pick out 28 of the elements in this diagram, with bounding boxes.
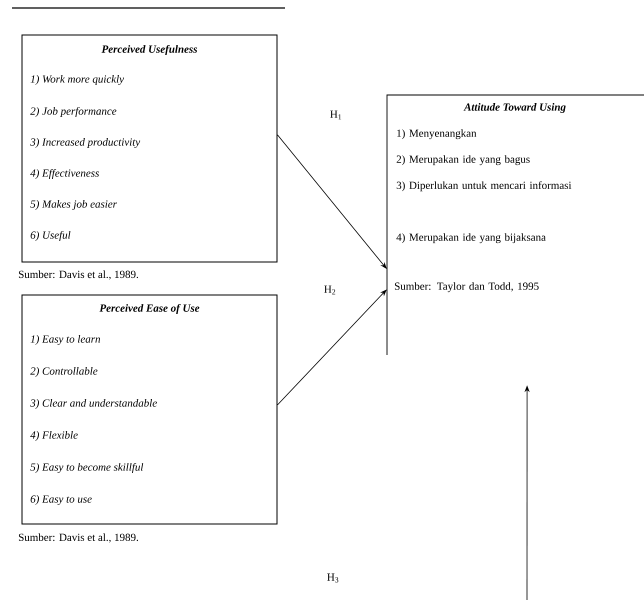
list-item: 4) Merupakan ide yang bijaksana bbox=[396, 233, 546, 244]
source-note: Sumber: Davis et al., 1989. bbox=[18, 533, 138, 543]
list-item: 6) Useful bbox=[30, 230, 70, 242]
list-item: 3) Diperlukan untuk mencari informasi bbox=[396, 181, 572, 192]
list-item: 2) Merupakan ide yang bagus bbox=[396, 155, 530, 166]
source-note: Sumber: Taylor dan Todd, 1995 bbox=[394, 282, 539, 292]
edge-label: H$_{2}$ bbox=[322, 284, 338, 296]
list-box bbox=[18, 34, 278, 280]
list-item: 3) Increased productivity bbox=[30, 138, 140, 148]
box-title: Perceived Ease of Use bbox=[99, 304, 200, 314]
list-item: 5) Easy to become skillful bbox=[30, 462, 144, 474]
list-item: 5) Makes job easier bbox=[30, 200, 117, 210]
list-item: 1) Menyenangkan bbox=[397, 129, 476, 140]
list-item: 4) Flexible bbox=[30, 431, 78, 441]
list-item: 6) Easy to use bbox=[30, 495, 92, 505]
source-note: Sumber: Davis et al., 1989. bbox=[18, 270, 138, 280]
list-item: 4) Effectiveness bbox=[30, 168, 99, 180]
box-title: Attitude Toward Using bbox=[464, 103, 566, 113]
edge-label: H$_{1}$ bbox=[328, 110, 344, 120]
list-item: 3) Clear and understandable bbox=[30, 399, 157, 409]
list-item: 2) Job performance bbox=[30, 106, 116, 118]
list-item: 1) Work more quickly bbox=[30, 75, 124, 85]
hypothesis-label: H$_{3}$ bbox=[327, 574, 338, 582]
list-box bbox=[18, 294, 278, 543]
box-title: Perceived Usefulness bbox=[102, 44, 198, 56]
list-item: 2) Controllable bbox=[30, 367, 98, 377]
list-item: 1) Easy to learn bbox=[30, 335, 100, 345]
list-box bbox=[386, 94, 644, 356]
